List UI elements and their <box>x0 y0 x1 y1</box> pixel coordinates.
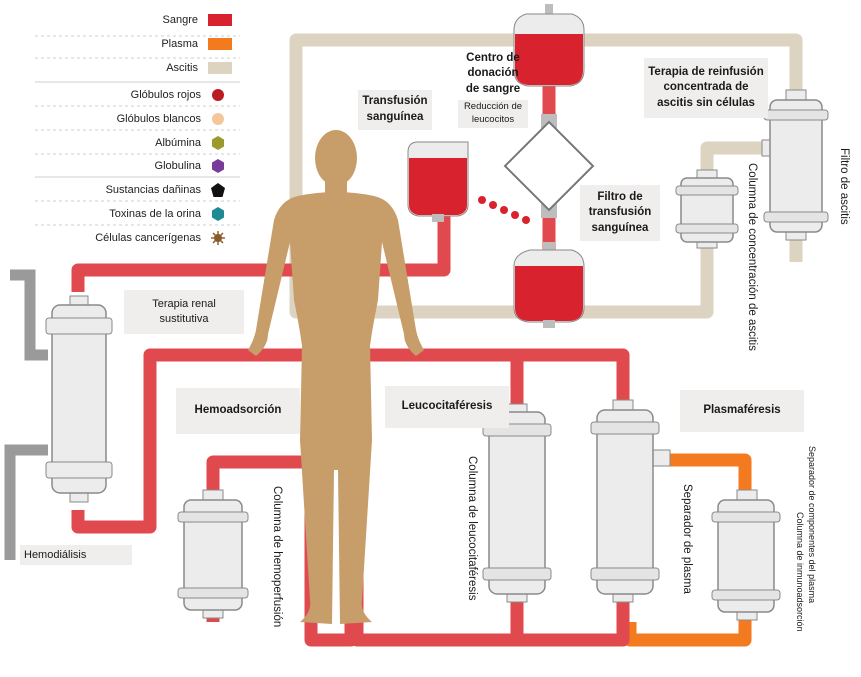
white-cell-icon <box>211 112 225 126</box>
legend-row-blood: Sangre <box>35 9 240 30</box>
ascites-swatch <box>208 61 232 74</box>
transfusion-blood-bag <box>407 141 469 222</box>
plasmapheresis-label: Plasmaféresis <box>680 390 804 432</box>
ascites-concentration-column-device <box>675 169 739 249</box>
legend-label-harmful: Sustancias dañinas <box>105 183 201 196</box>
legend-row-globulin: Globulina <box>35 155 240 176</box>
plasma-separator-device <box>590 399 671 603</box>
transfusion-filter-label: Filtro de transfusión sanguínea <box>580 185 660 241</box>
ascites-pipe-concentrator <box>700 141 768 172</box>
albumin-icon <box>211 135 225 150</box>
legend-label-ascites: Ascitis <box>166 61 198 74</box>
legend-row-harmful: Sustancias dañinas <box>35 179 240 200</box>
plasma-swatch <box>208 37 232 50</box>
donation-blood-bag <box>513 4 585 87</box>
leukocytapheresis-label: Leucocitaféresis <box>385 386 509 428</box>
hemoperfusion-column-device <box>177 489 249 619</box>
legend-row-white-cells: Glóbulos blancos <box>35 108 240 129</box>
immunoadsorption-column-device <box>711 489 781 621</box>
hemodialysis-label: Hemodiálisis <box>20 545 132 565</box>
globulin-icon <box>211 158 225 173</box>
ascites-filter-label: Filtro de ascitis <box>838 148 850 225</box>
ascites-reinfusion-label: Terapia de reinfusión concentrada de asc… <box>644 58 768 118</box>
blood-transfusion-label: Transfusión sanguínea <box>358 90 432 130</box>
legend-label-white-cells: Glóbulos blancos <box>116 112 201 125</box>
plasma-pipe <box>623 453 752 647</box>
blood-donation-center-label: Centro de donación de sangre <box>465 51 521 95</box>
blood-pipe-transfusion <box>71 215 451 292</box>
legend-row-plasma: Plasma <box>35 33 240 54</box>
leukocytapheresis-column-label: Columna de leucocitaféresis <box>466 456 478 601</box>
transfusion-dots <box>478 196 530 224</box>
legend-label-cancer-cells: Células cancerígenas <box>95 231 201 244</box>
blood-pipe-plasma-return <box>517 600 630 647</box>
dialyzer-device <box>4 269 113 560</box>
immunoadsorption-column-label: Columna de inmunoadsorción <box>795 512 805 632</box>
transfusion-filter-device <box>503 114 595 218</box>
cancer-cell-icon <box>211 230 225 245</box>
legend-row-red-cells: Glóbulos rojos <box>35 84 240 105</box>
ascites-concentration-column-label: Columna de concentración de ascitis <box>746 163 758 351</box>
red-cell-icon <box>211 88 225 102</box>
urine-toxin-icon <box>211 206 225 221</box>
legend-row-urine-toxins: Toxinas de la orina <box>35 203 240 224</box>
plasma-separator-label: Separador de plasma <box>681 484 693 594</box>
legend-row-albumin: Albúmina <box>35 132 240 153</box>
legend-dividers <box>35 35 240 226</box>
blood-swatch <box>208 13 232 26</box>
filtered-blood-bag <box>513 242 585 328</box>
legend-label-blood: Sangre <box>162 13 198 26</box>
renal-therapy-label: Terapia renal sustitutiva <box>124 290 244 334</box>
leukocyte-reduction-label: Reducción de leucocitos <box>458 100 528 128</box>
legend-row-ascites: Ascitis <box>35 57 240 78</box>
legend-label-globulin: Globulina <box>154 159 201 172</box>
blood-pipe-main <box>71 348 630 534</box>
legend-row-cancer-cells: Células cancerígenas <box>35 227 240 248</box>
ascites-filter-device <box>761 89 829 241</box>
human-body <box>248 130 424 624</box>
legend-label-red-cells: Glóbulos rojos <box>130 88 201 101</box>
hemoadsorption-label: Hemoadsorción <box>176 388 300 434</box>
hemoperfusion-column-label: Columna de hemoperfusión <box>271 486 283 628</box>
harmful-substance-icon <box>211 182 225 197</box>
leukocytapheresis-column-device <box>482 403 552 603</box>
legend-label-urine-toxins: Toxinas de la orina <box>109 207 201 220</box>
legend-label-plasma: Plasma <box>161 37 198 50</box>
plasma-component-separator-label: Separador de componentes del plasma <box>807 446 817 604</box>
legend-label-albumin: Albúmina <box>155 136 201 149</box>
